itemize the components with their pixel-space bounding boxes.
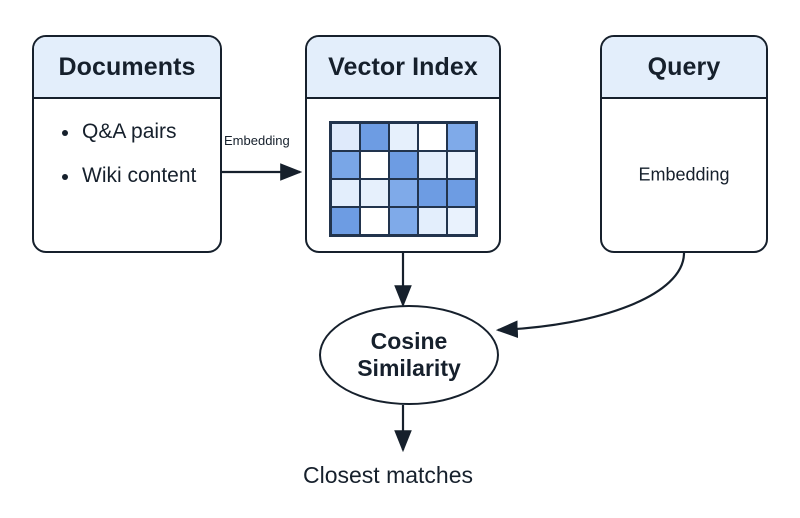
heatmap-cell-r2-c1 [359, 179, 389, 207]
heatmap-cell-r2-c2 [388, 179, 418, 207]
node-cosine-similarity[interactable]: Cosine Similarity [319, 305, 499, 405]
vector-heatmap-wrap [307, 121, 499, 237]
heatmap-cell-r1-c0 [330, 151, 360, 179]
node-vector-index-header: Vector Index [307, 37, 499, 99]
cosine-line-2: Similarity [357, 355, 461, 381]
heatmap-cell-r2-c3 [417, 179, 447, 207]
cosine-line-1: Cosine [370, 327, 448, 354]
bullet-icon [62, 130, 68, 136]
heatmap-cell-r1-c3 [417, 151, 447, 179]
node-query[interactable]: Query Embedding [600, 35, 768, 253]
heatmap-cell-r0-c2 [388, 123, 418, 151]
documents-bullet-list: Q&A pairs Wiki content [34, 99, 220, 187]
heatmap-cell-r0-c4 [446, 123, 476, 151]
heatmap-cell-r0-c3 [417, 123, 447, 151]
node-cosine-similarity-label: Cosine Similarity [357, 328, 461, 382]
node-vector-index-body [307, 99, 499, 251]
node-documents-title: Documents [58, 52, 196, 81]
heatmap-cell-r3-c1 [359, 207, 389, 235]
node-query-header: Query [602, 37, 766, 99]
edge-query-to-cosine [495, 252, 686, 339]
node-vector-index-title: Vector Index [328, 52, 478, 81]
heatmap-cell-r1-c1 [359, 151, 389, 179]
heatmap-cell-r3-c4 [446, 207, 476, 235]
vector-heatmap [328, 121, 478, 237]
heatmap-cell-r0-c1 [359, 123, 389, 151]
node-vector-index[interactable]: Vector Index [305, 35, 501, 253]
heatmap-cell-r3-c0 [330, 207, 360, 235]
node-query-title: Query [647, 52, 721, 81]
heatmap-cell-r3-c2 [388, 207, 418, 235]
bullet-icon [62, 174, 68, 181]
node-documents[interactable]: Documents Q&A pairs Wiki content [32, 35, 222, 253]
list-item: Q&A pairs [60, 120, 220, 143]
node-query-body: Embedding [602, 99, 766, 251]
heatmap-cell-r0-c0 [330, 123, 360, 151]
heatmap-cell-r2-c0 [330, 179, 360, 207]
heatmap-cell-r3-c3 [417, 207, 447, 235]
list-item-label: Q&A pairs [82, 120, 177, 143]
node-documents-body: Q&A pairs Wiki content [34, 99, 220, 251]
edge-label-embedding: Embedding [224, 133, 290, 148]
heatmap-cell-r1-c2 [388, 151, 418, 179]
output-closest-matches: Closest matches [303, 462, 474, 488]
query-embedding-label: Embedding [638, 164, 730, 185]
node-documents-header: Documents [34, 37, 220, 99]
list-item: Wiki content [60, 165, 220, 187]
list-item-label: Wiki content [82, 164, 197, 188]
heatmap-cell-r1-c4 [446, 151, 476, 179]
heatmap-cell-r2-c4 [446, 179, 476, 207]
